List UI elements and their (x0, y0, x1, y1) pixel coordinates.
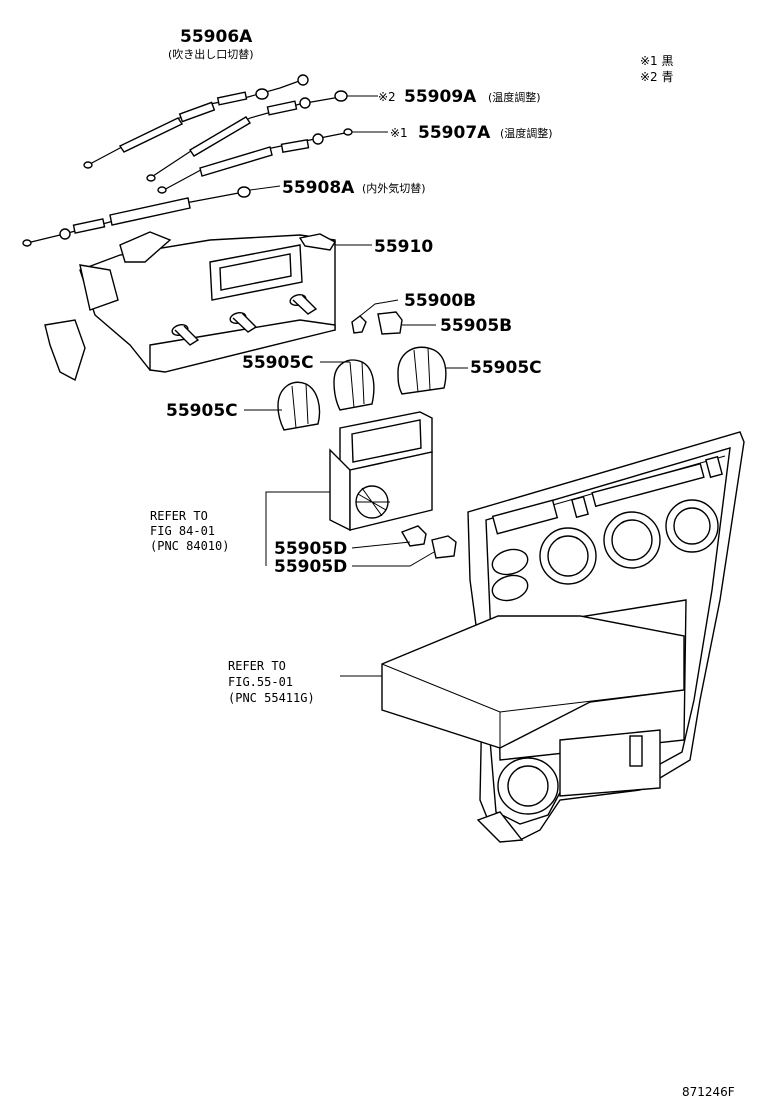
label-55905C-middle: 55905C (242, 353, 314, 373)
label-55909A: 55909A (404, 87, 477, 107)
label-55905C-right: 55905C (470, 358, 542, 378)
legend-blue: ※2 青 (640, 70, 674, 84)
audio-unit-box[interactable] (340, 615, 685, 749)
button-55905D-upper[interactable] (351, 525, 427, 549)
label-55906A-sub: (吹き出し口切替) (168, 47, 254, 61)
ref-fig84-line2: FIG 84-01 (150, 524, 215, 538)
ref-fig55-line3: (PNC 55411G) (228, 691, 315, 705)
label-55905D-lower: 55905D (274, 557, 347, 577)
mark-2: ※2 (378, 90, 396, 104)
legend-black: ※1 黒 (640, 54, 674, 68)
ref-fig84-line1: REFER TO (150, 509, 208, 523)
label-55900B: 55900B (404, 291, 476, 311)
label-55906A: 55906A (180, 27, 253, 47)
heater-control-assembly[interactable] (44, 231, 372, 382)
button-55905D-lower[interactable] (352, 535, 457, 567)
label-55905C-left: 55905C (166, 401, 238, 421)
label-55908A-sub: (内外気切替) (362, 181, 426, 195)
label-55909A-sub: (温度調整) (488, 90, 541, 104)
label-55905D-upper: 55905D (274, 539, 347, 559)
ref-fig55-line2: FIG.55-01 (228, 675, 293, 689)
cable-55907A[interactable] (157, 128, 388, 194)
part-55900B-clip[interactable] (351, 299, 399, 334)
knob-55905C-lower-left[interactable] (244, 381, 321, 431)
cable-55906A[interactable] (83, 74, 309, 169)
knob-55905C-upper-right[interactable] (397, 346, 468, 395)
mark-1: ※1 (390, 126, 408, 140)
label-55910: 55910 (374, 237, 433, 257)
label-55908A: 55908A (282, 178, 355, 198)
diagram-code: 871246F (682, 1085, 735, 1099)
label-55907A: 55907A (418, 123, 491, 143)
cable-55909A[interactable] (146, 90, 378, 182)
label-55907A-sub: (温度調整) (500, 126, 553, 140)
knob-55905C-middle[interactable] (320, 359, 375, 411)
cable-55908A[interactable] (22, 185, 281, 247)
ref-fig55-line1: REFER TO (228, 659, 286, 673)
part-55905B-knob[interactable] (377, 311, 436, 335)
ref-fig84-line3: (PNC 84010) (150, 539, 229, 553)
control-panel-unit[interactable] (265, 411, 433, 566)
label-55905B: 55905B (440, 316, 512, 336)
